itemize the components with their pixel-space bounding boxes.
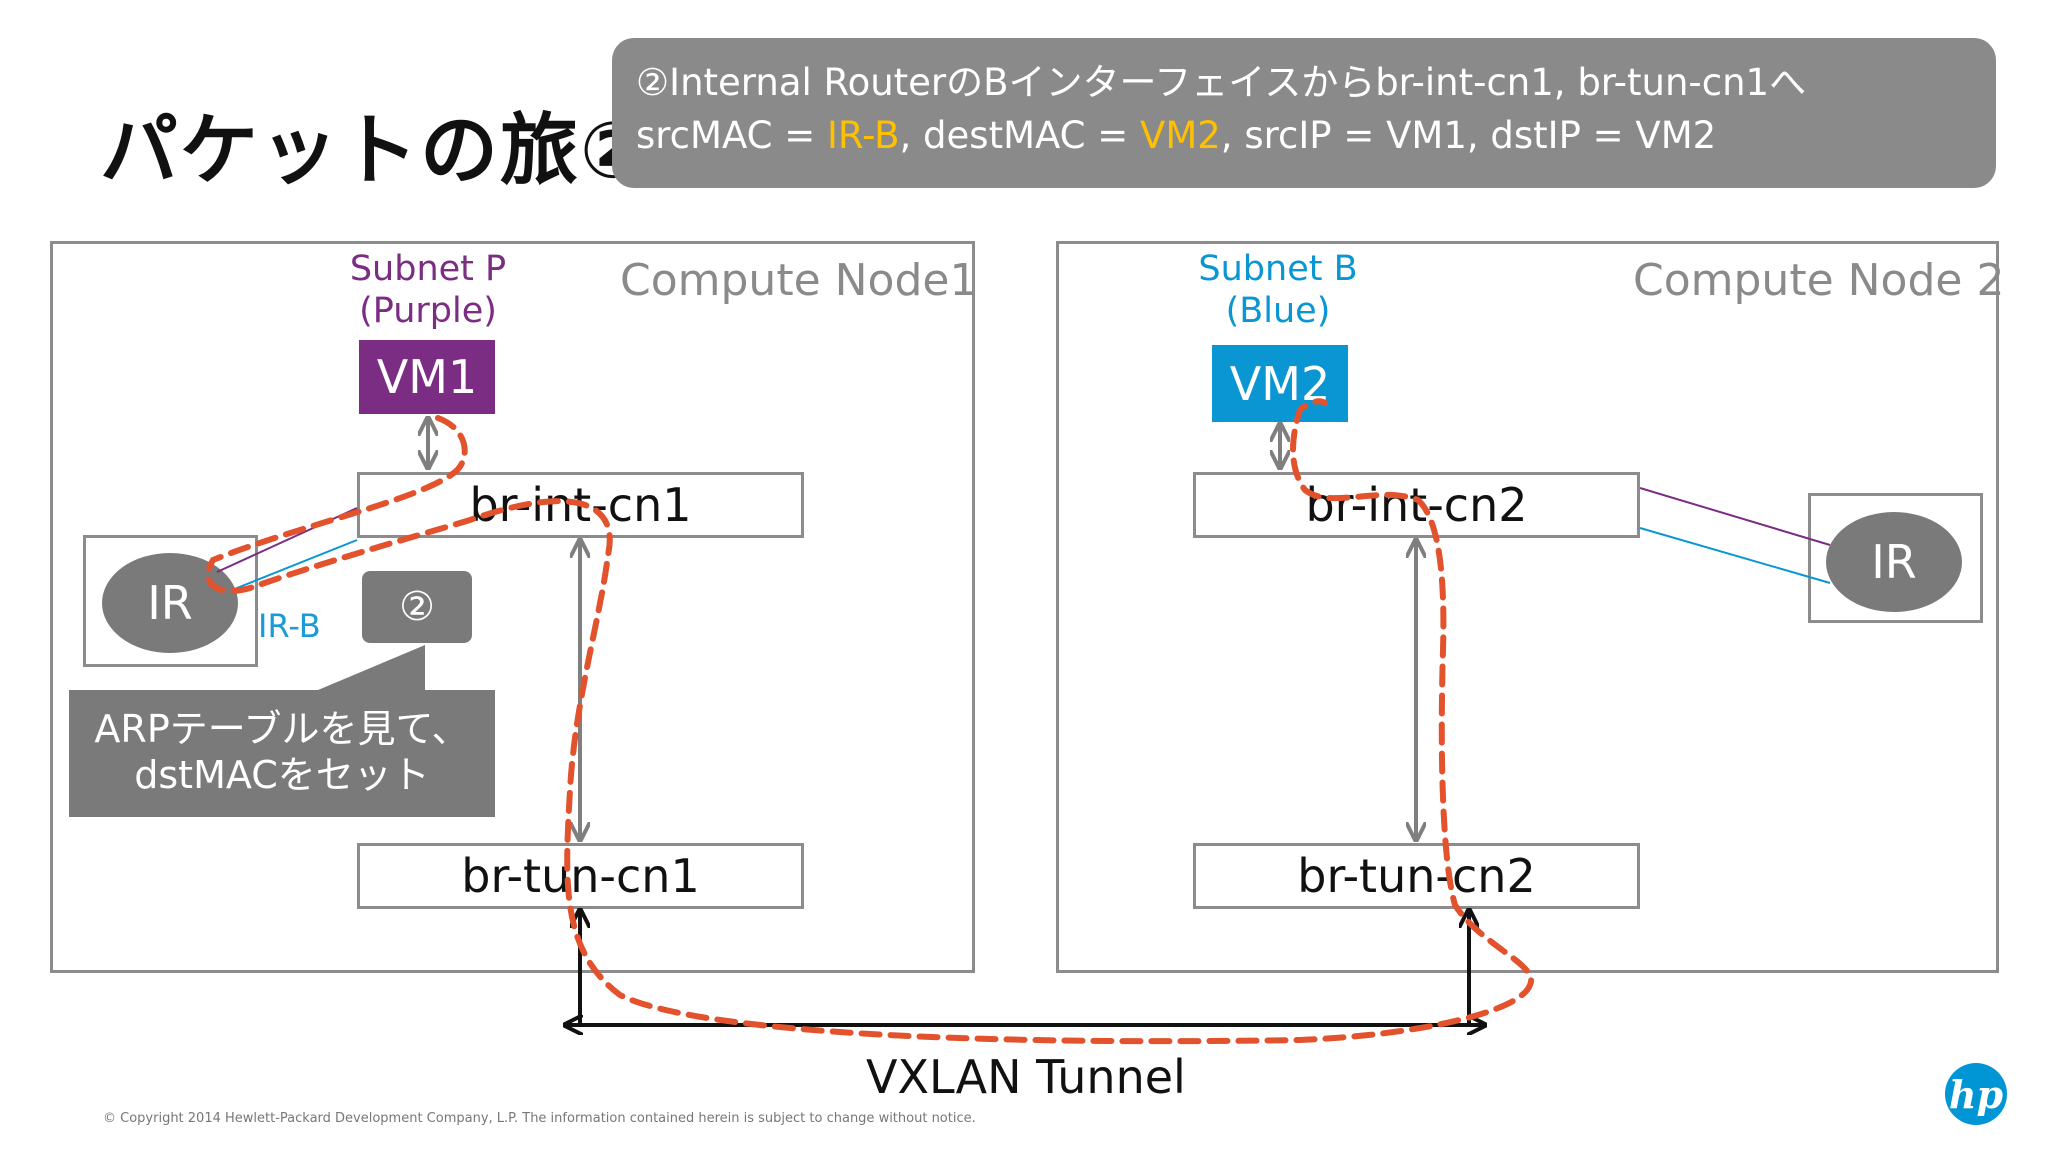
banner-line-1: ②Internal RouterのBインターフェイスからbr-int-cn1, …	[636, 61, 1807, 104]
callout-pointer	[318, 645, 425, 690]
banner-src-prefix: srcMAC =	[636, 114, 827, 157]
ir-node1-router: IR	[102, 553, 238, 653]
hp-logo-icon: hp	[1945, 1063, 2007, 1125]
subnet-b-label: Subnet B (Blue)	[1178, 248, 1378, 332]
banner-suffix: , srcIP = VM1, dstIP = VM2	[1220, 114, 1717, 157]
br-tun-cn1-box: br-tun-cn1	[357, 843, 804, 909]
vm2-box: VM2	[1212, 345, 1348, 422]
vxlan-tunnel-label: VXLAN Tunnel	[866, 1050, 1186, 1104]
ir1-blue-link	[231, 539, 358, 591]
subnet-p-label: Subnet P (Purple)	[328, 248, 528, 332]
br-tun-cn2-box: br-tun-cn2	[1193, 843, 1640, 909]
arp-callout: ARPテーブルを見て、 dstMACをセット	[69, 690, 495, 817]
step-description-banner: ②Internal RouterのBインターフェイスからbr-int-cn1, …	[612, 38, 1996, 188]
br-int-cn1-box: br-int-cn1	[357, 472, 804, 538]
slide-title: パケットの旅②	[100, 106, 649, 196]
subnet-p-name: Subnet P	[349, 249, 507, 289]
ir2-blue-link	[1639, 527, 1831, 584]
compute-node-1	[50, 241, 975, 973]
subnet-b-color: (Blue)	[1225, 291, 1331, 331]
subnet-b-name: Subnet B	[1198, 249, 1358, 289]
compute-node-2-label: Compute Node 2	[1633, 255, 2005, 306]
banner-mid: , destMAC =	[899, 114, 1141, 157]
ir1-purple-link	[216, 507, 358, 573]
copyright-notice: © Copyright 2014 Hewlett-Packard Develop…	[103, 1111, 976, 1126]
ir-node2-router: IR	[1826, 512, 1962, 612]
arp-callout-line-1: ARPテーブルを見て、	[94, 707, 470, 751]
ir-b-interface-label: IR-B	[258, 607, 321, 645]
subnet-p-color: (Purple)	[359, 291, 497, 331]
arp-callout-line-2: dstMACをセット	[134, 753, 430, 797]
step-2-badge: ②	[362, 571, 472, 643]
compute-node-1-label: Compute Node1	[620, 255, 978, 306]
banner-src-mac: IR-B	[826, 114, 900, 157]
banner-dest-mac: VM2	[1140, 114, 1221, 157]
ir2-purple-link	[1639, 487, 1831, 546]
banner-line-2: srcMAC = IR-B, destMAC = VM2, srcIP = VM…	[636, 109, 1972, 162]
br-int-cn2-box: br-int-cn2	[1193, 472, 1640, 538]
packet-path	[205, 398, 1535, 1045]
vm1-box: VM1	[359, 340, 495, 414]
